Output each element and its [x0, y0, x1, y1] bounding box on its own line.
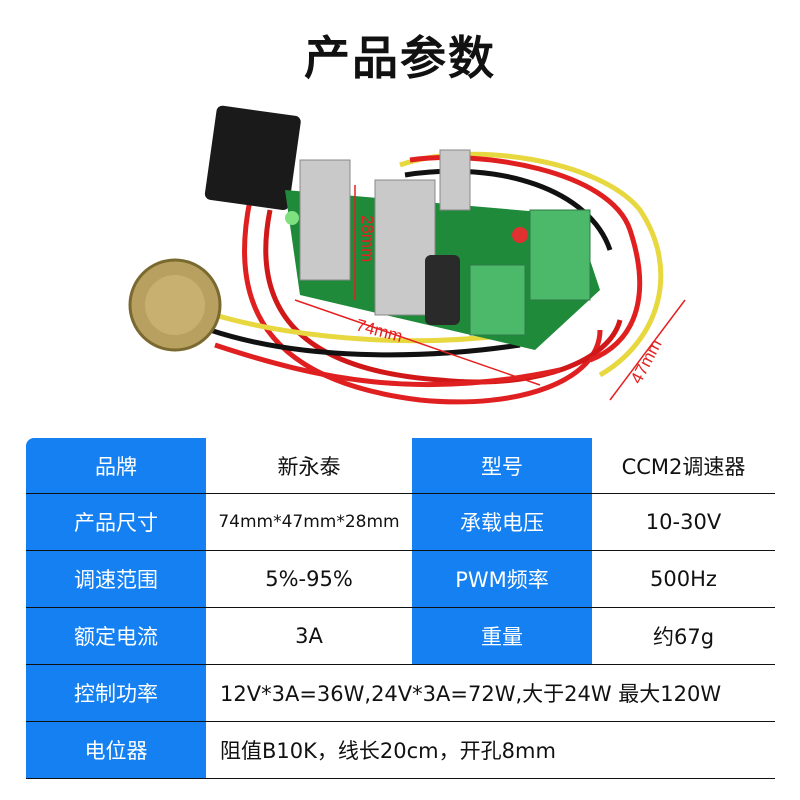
label-cell: 控制功率 [26, 665, 206, 721]
value-cell: 3A [295, 624, 323, 648]
label-cell: 调速范围 [26, 551, 206, 607]
value-cell: 500Hz [650, 567, 717, 591]
label-cell: 额定电流 [26, 608, 206, 664]
table-row: 电位器 阻值B10K，线长20cm，开孔8mm [26, 722, 775, 779]
value-cell: 12V*3A=36W,24V*3A=72W,大于24W 最大120W [220, 682, 722, 706]
height-label: 28mm [358, 215, 377, 262]
value-cell: 10-30V [645, 510, 722, 534]
table-row: 产品尺寸 74mm*47mm*28mm 承载电压 10-30V [26, 494, 775, 551]
label-cell: 承载电压 [412, 494, 592, 550]
label-cell: 重量 [412, 608, 592, 664]
label-cell: 品牌 [26, 438, 206, 493]
label-cell: 型号 [412, 438, 592, 493]
terminal-blocks [469, 209, 591, 336]
value-cell: CCM2调速器 [621, 454, 746, 479]
switch-box [204, 105, 301, 211]
value-cell: 74mm*47mm*28mm [218, 512, 400, 532]
table-row: 调速范围 5%-95% PWM频率 500Hz [26, 551, 775, 608]
table-row: 额定电流 3A 重量 约67g [26, 608, 775, 665]
table-row: 控制功率 12V*3A=36W,24V*3A=72W,大于24W 最大120W [26, 665, 775, 722]
value-cell: 约67g [652, 625, 715, 649]
page-title: 产品参数 [304, 31, 496, 85]
led [512, 227, 528, 243]
label-cell: 电位器 [26, 722, 206, 778]
value-cell: 新永泰 [277, 454, 341, 479]
value-cell: 5%-95% [265, 567, 353, 591]
spec-table: 品牌 新永泰 型号 CCM2调速器 产品尺寸 74mm*47mm*28mm 承载… [26, 438, 775, 779]
capacitor [425, 255, 460, 325]
label-cell: PWM频率 [412, 551, 592, 607]
product-photo: 28mm 74mm 47mm [128, 105, 686, 405]
led [285, 211, 299, 225]
potentiometer-knob [145, 275, 205, 335]
value-cell: 阻值B10K，线长20cm，开孔8mm [220, 739, 556, 763]
wires [209, 151, 664, 405]
width-label: 47mm [627, 336, 666, 387]
table-row: 品牌 新永泰 型号 CCM2调速器 [26, 438, 775, 494]
dimension-lines [294, 185, 686, 401]
label-cell: 产品尺寸 [26, 494, 206, 550]
